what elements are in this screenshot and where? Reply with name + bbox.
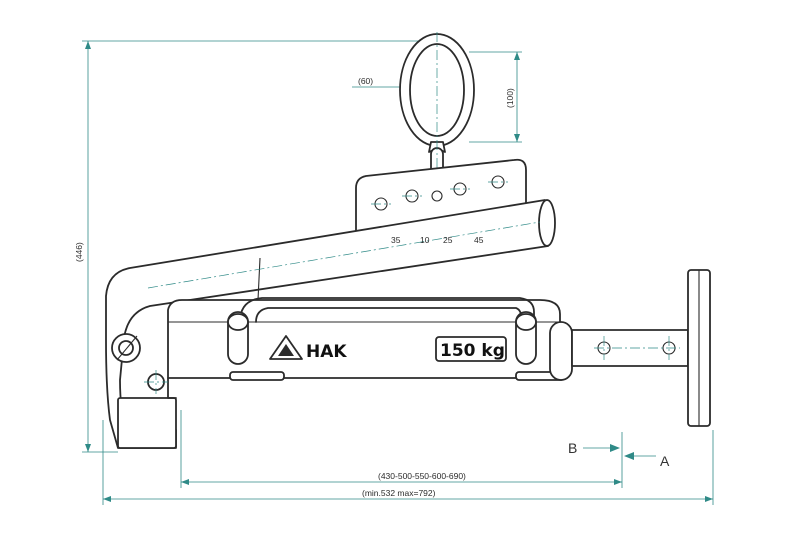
hole-spacing-45: 45 <box>474 235 484 245</box>
marker-a: A <box>660 453 670 469</box>
hole-spacing-10: 10 <box>420 235 430 245</box>
hole-spacing-25: 25 <box>443 235 453 245</box>
overall-height-label: (446) <box>74 242 84 262</box>
eye-height-label: (100) <box>505 88 515 108</box>
section-markers: B A <box>568 440 670 469</box>
hole-centerlines <box>371 181 508 205</box>
jaw-opening-label: (430-500-550-600-690) <box>378 471 466 481</box>
front-pivot <box>111 333 168 394</box>
brand-label: HAK <box>306 342 347 362</box>
dimension-arrows <box>85 41 713 502</box>
lower-body <box>117 297 573 449</box>
eye-width-label: (60) <box>358 76 373 86</box>
capacity-plate: 150 kg <box>435 336 507 362</box>
hole-plate <box>355 158 527 237</box>
capacity-label: 150 kg <box>440 341 505 361</box>
brand-plate: HAK <box>269 335 347 362</box>
sliding-bar <box>571 269 711 427</box>
hole-spacing-35: 35 <box>391 235 401 245</box>
marker-b: B <box>568 440 577 456</box>
overall-length-label: (min.532 max=792) <box>362 488 436 498</box>
